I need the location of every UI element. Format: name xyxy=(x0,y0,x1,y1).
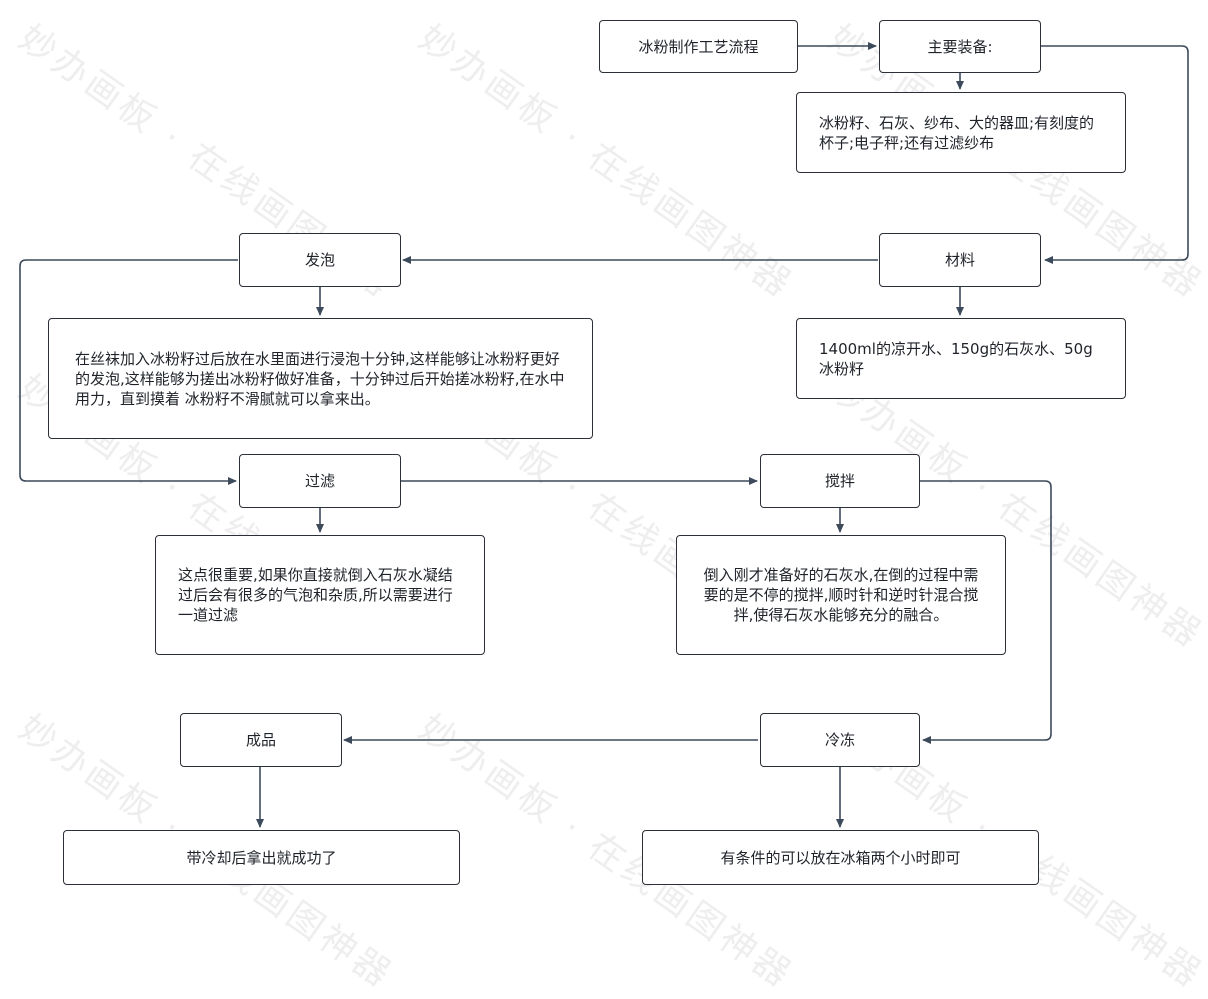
node-title[interactable]: 冰粉制作工艺流程 xyxy=(599,20,798,73)
node-freeze-detail[interactable]: 有条件的可以放在冰箱两个小时即可 xyxy=(642,830,1039,885)
node-product-detail[interactable]: 带冷却后拿出就成功了 xyxy=(63,830,460,885)
node-foaming-label: 发泡 xyxy=(304,251,335,269)
node-foaming-detail-text: 在丝袜加入冰粉籽过后放在水里面进行浸泡十分钟,这样能够让冰粉籽更好的发泡,这样能… xyxy=(75,349,565,408)
node-foaming[interactable]: 发泡 xyxy=(239,233,401,287)
node-stir-detail-text: 倒入刚才准备好的石灰水,在倒的过程中需要的是不停的搅拌,顺时针和逆时针混合搅拌,… xyxy=(703,566,979,624)
node-title-label: 冰粉制作工艺流程 xyxy=(638,37,759,56)
node-stir-label: 搅拌 xyxy=(824,472,855,490)
node-materials-label: 材料 xyxy=(944,251,975,269)
diagram-canvas: 妙办画板 · 在线画图神器 妙办画板 · 在线画图神器 妙办画板 · 在线画图神… xyxy=(11,17,1208,997)
node-materials-detail[interactable]: 1400ml的凉开水、150g的石灰水、50g冰粉籽 xyxy=(796,318,1126,399)
node-product-detail-text: 带冷却后拿出就成功了 xyxy=(186,848,337,867)
node-filter[interactable]: 过滤 xyxy=(239,454,401,508)
node-filter-label: 过滤 xyxy=(304,472,335,490)
node-filter-detail-text: 这点很重要,如果你直接就倒入石灰水凝结过后会有很多的气泡和杂质,所以需要进行一道… xyxy=(178,566,453,624)
node-freeze-detail-text: 有条件的可以放在冰箱两个小时即可 xyxy=(720,848,961,867)
node-product[interactable]: 成品 xyxy=(180,713,342,767)
node-stir-detail[interactable]: 倒入刚才准备好的石灰水,在倒的过程中需要的是不停的搅拌,顺时针和逆时针混合搅拌,… xyxy=(676,535,1006,655)
node-materials[interactable]: 材料 xyxy=(879,233,1041,287)
node-freeze[interactable]: 冷冻 xyxy=(760,713,920,767)
node-foaming-detail[interactable]: 在丝袜加入冰粉籽过后放在水里面进行浸泡十分钟,这样能够让冰粉籽更好的发泡,这样能… xyxy=(48,318,593,439)
node-product-label: 成品 xyxy=(245,731,276,749)
node-filter-detail[interactable]: 这点很重要,如果你直接就倒入石灰水凝结过后会有很多的气泡和杂质,所以需要进行一道… xyxy=(155,535,485,655)
node-equipment[interactable]: 主要装备: xyxy=(879,20,1041,73)
node-freeze-label: 冷冻 xyxy=(824,731,855,749)
node-equipment-detail[interactable]: 冰粉籽、石灰、纱布、大的器皿;有刻度的杯子;电子秤;还有过滤纱布 xyxy=(796,92,1126,173)
node-equipment-detail-text: 冰粉籽、石灰、纱布、大的器皿;有刻度的杯子;电子秤;还有过滤纱布 xyxy=(819,113,1095,152)
node-equipment-label: 主要装备: xyxy=(927,37,993,56)
node-materials-detail-text: 1400ml的凉开水、150g的石灰水、50g冰粉籽 xyxy=(819,339,1093,378)
node-stir[interactable]: 搅拌 xyxy=(760,454,920,508)
